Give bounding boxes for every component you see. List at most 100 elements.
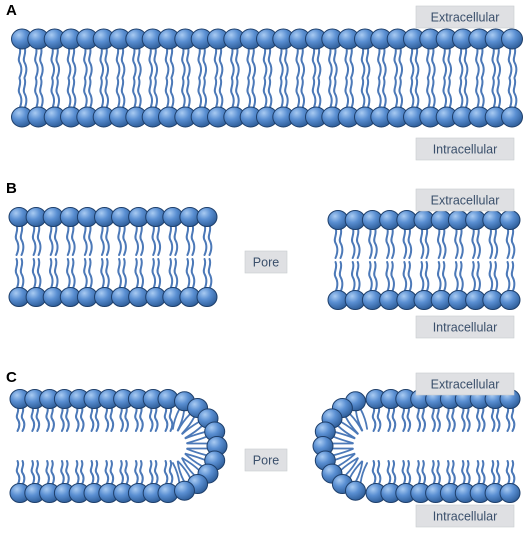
lipid-tail [505,227,511,259]
panel-a-letter: A [6,2,17,19]
lipid-tail [510,406,516,432]
lipid-tail [368,227,373,259]
panel-c-right-lipid-heads [312,389,521,503]
lipid-tail [510,460,516,486]
lipid-tail [181,46,186,79]
lipid-tail [338,227,344,259]
lipid-tail [251,46,257,79]
lipid-tail [284,46,289,79]
panel-c-pore-label: Pore [244,448,288,472]
lipid-tail [213,46,219,79]
panel-a-intracellular-label: Intracellular [415,137,515,161]
lipid-tail [316,46,322,79]
lipid-tail [20,406,26,432]
lipid-tail [350,261,356,293]
lipid-tail [267,46,273,79]
lipid-tail [94,406,100,432]
panel-c-intracellular-label: Intracellular [415,504,515,528]
lipid-tail [35,406,41,432]
lipid-tail [153,77,159,110]
lipid-tail [402,227,408,259]
lipid-tail [169,46,175,79]
lipid-tail [365,77,371,110]
lipid-tail [510,261,516,293]
lipid-tail [104,406,110,432]
lipid-tail [421,406,427,432]
lipid-tail [495,460,501,486]
lipid-tail [176,409,185,432]
lipid-tail [153,406,159,432]
lipid-tail [36,224,42,256]
lipid-tail [55,77,61,110]
lipid-tail [419,261,425,293]
lipid-tail [333,227,339,259]
panel-b-intracellular-label: Intracellular [415,315,515,339]
lipid-tail [355,227,361,259]
lipid-tail [94,460,100,486]
lipid-tail [475,77,480,110]
lipid-tail [71,46,77,79]
lipid-tail [83,224,88,256]
lipid-tail [454,261,459,293]
lipid-tail [355,460,364,483]
lipid-tail [424,261,430,293]
lipid-tail [104,46,110,79]
panel-b-left-lipid-heads [8,207,218,307]
lipid-tail [137,77,142,110]
lipid-tail [156,258,162,290]
lipid-tail [151,224,157,256]
lipid-tail [163,460,169,486]
panel-a-lipid-heads [11,28,523,128]
panel-a-bilayer [11,28,523,128]
lipid-tail [328,46,333,79]
lipid-tail [471,261,477,293]
svg-text:Intracellular: Intracellular [433,143,498,157]
lipid-tail [466,460,471,486]
panel-c-left-bilayer [9,389,228,503]
lipid-tail [246,46,252,79]
lipid-tail [139,460,144,486]
lipid-tail [60,406,65,432]
lipid-tail [83,77,88,110]
panel-c-right-bilayer [312,389,521,503]
lipid-tail [328,77,333,110]
lipid-tail [446,406,451,432]
lipid-tail [88,46,93,79]
lipid-tail [386,460,392,486]
lipid-tail [471,227,477,259]
lipid-tail [446,460,451,486]
lipid-tail [300,46,306,79]
lipid-tail [409,46,415,79]
lipid-tail [431,77,436,110]
lipid-tail [406,460,412,486]
lipid-tail [34,77,39,110]
panel-b-pore-label: Pore [244,250,288,274]
lipid-tail [177,460,192,480]
lipid-tail [393,77,399,110]
lipid-tail [14,224,20,256]
lipid-tail [109,460,115,486]
lipid-tail [30,460,36,486]
lipid-tail [48,258,54,290]
lipid-tail [164,46,170,79]
lipid-tail [89,460,95,486]
lipid-tail [447,77,453,110]
lipid-tail [115,77,121,110]
lipid-tail [218,77,224,110]
lipid-tail [173,258,179,290]
lipid-tail [168,224,174,256]
lipid-tail [134,224,140,256]
lipid-tail [373,261,378,293]
lipid-tail [119,460,125,486]
lipid-tail [416,406,422,432]
lipid-tail [164,77,170,110]
lipid-tail [186,448,208,457]
lipid-tail [45,460,51,486]
lipid-tail [79,406,85,432]
lipid-tail [235,77,240,110]
lipid-tail [333,431,356,440]
panel-b-letter: B [6,180,17,197]
lipid-tail [83,258,88,290]
lipid-tail [505,261,511,293]
